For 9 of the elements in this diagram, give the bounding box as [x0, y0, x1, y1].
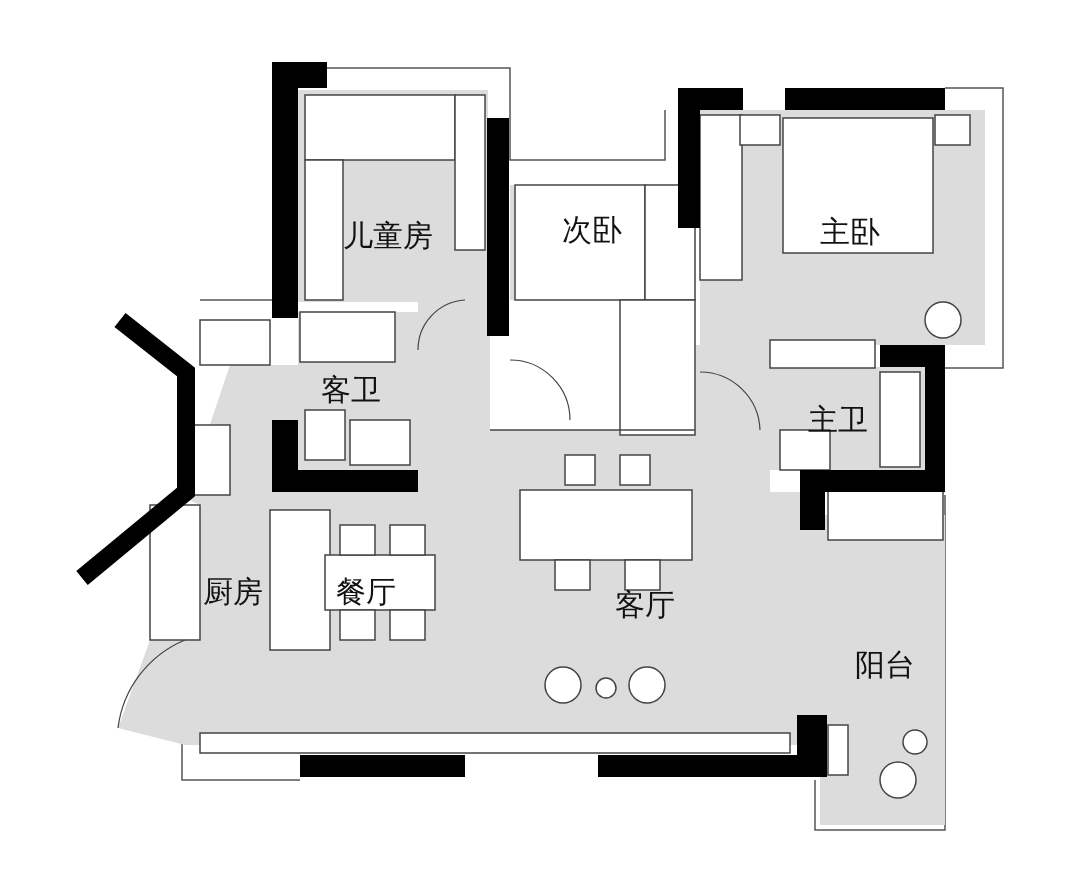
room-label: 儿童房 — [343, 221, 433, 251]
room-label: 客厅 — [615, 590, 675, 620]
room-label: 餐厅 — [336, 577, 396, 607]
room-label: 次卧 — [562, 215, 622, 245]
room-label: 主卫 — [808, 405, 868, 435]
room-label: 主卧 — [820, 217, 880, 247]
room-label: 阳台 — [855, 650, 915, 680]
room-label: 客卫 — [321, 375, 381, 405]
room-label: 厨房 — [203, 577, 263, 607]
